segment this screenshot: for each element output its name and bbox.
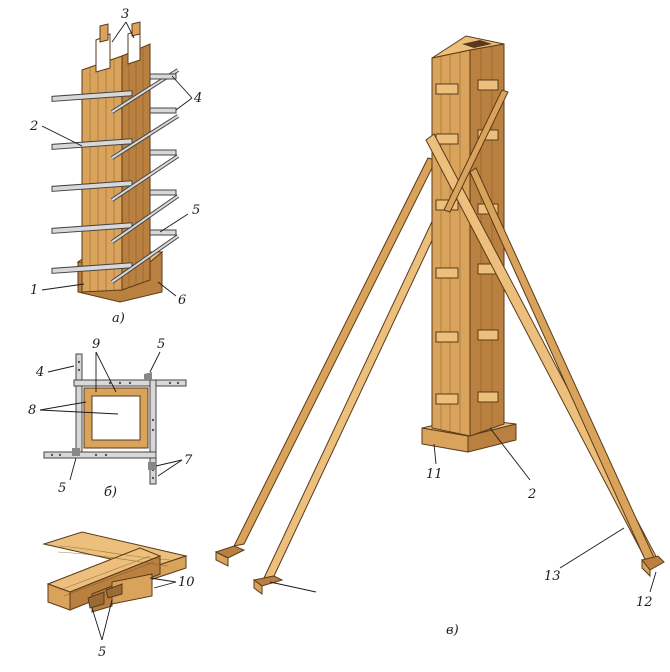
callout-4: 4 (193, 91, 202, 106)
callout-7: 7 (184, 453, 193, 468)
callout-4-b: 4 (35, 365, 44, 380)
callout-11: 11 (426, 467, 443, 482)
figure-wedge-detail: 10 5 (42, 531, 195, 660)
callout-5-bottom: 5 (58, 481, 66, 496)
callout-8: 8 (28, 403, 36, 418)
caption-a: а) (112, 311, 125, 326)
callout-10: 10 (178, 575, 195, 590)
strut-left-outer (233, 157, 437, 547)
caption-b: б) (104, 485, 117, 500)
callout-1: 1 (30, 283, 38, 298)
callout-2-v: 2 (527, 487, 536, 502)
callout-9: 9 (92, 337, 100, 352)
callout-13: 13 (544, 569, 561, 584)
callout-3: 3 (121, 7, 129, 22)
figure-v-braced-column: 11 2 13 12 в) (214, 35, 665, 638)
callout-6: 6 (178, 293, 186, 308)
callout-5-detail: 5 (98, 645, 106, 660)
figure-a-column-formwork: 3 4 2 5 1 6 а) (29, 7, 202, 326)
figure-b-plan-view: 9 5 4 8 5 7 б) (28, 337, 193, 500)
callout-5-top: 5 (157, 337, 165, 352)
clamps (51, 68, 180, 284)
strut-left-inner (263, 195, 453, 579)
caption-v: в) (446, 623, 459, 638)
callout-12: 12 (636, 595, 653, 610)
column-front (431, 49, 471, 437)
callout-2: 2 (29, 119, 38, 134)
callout-5: 5 (192, 203, 200, 218)
